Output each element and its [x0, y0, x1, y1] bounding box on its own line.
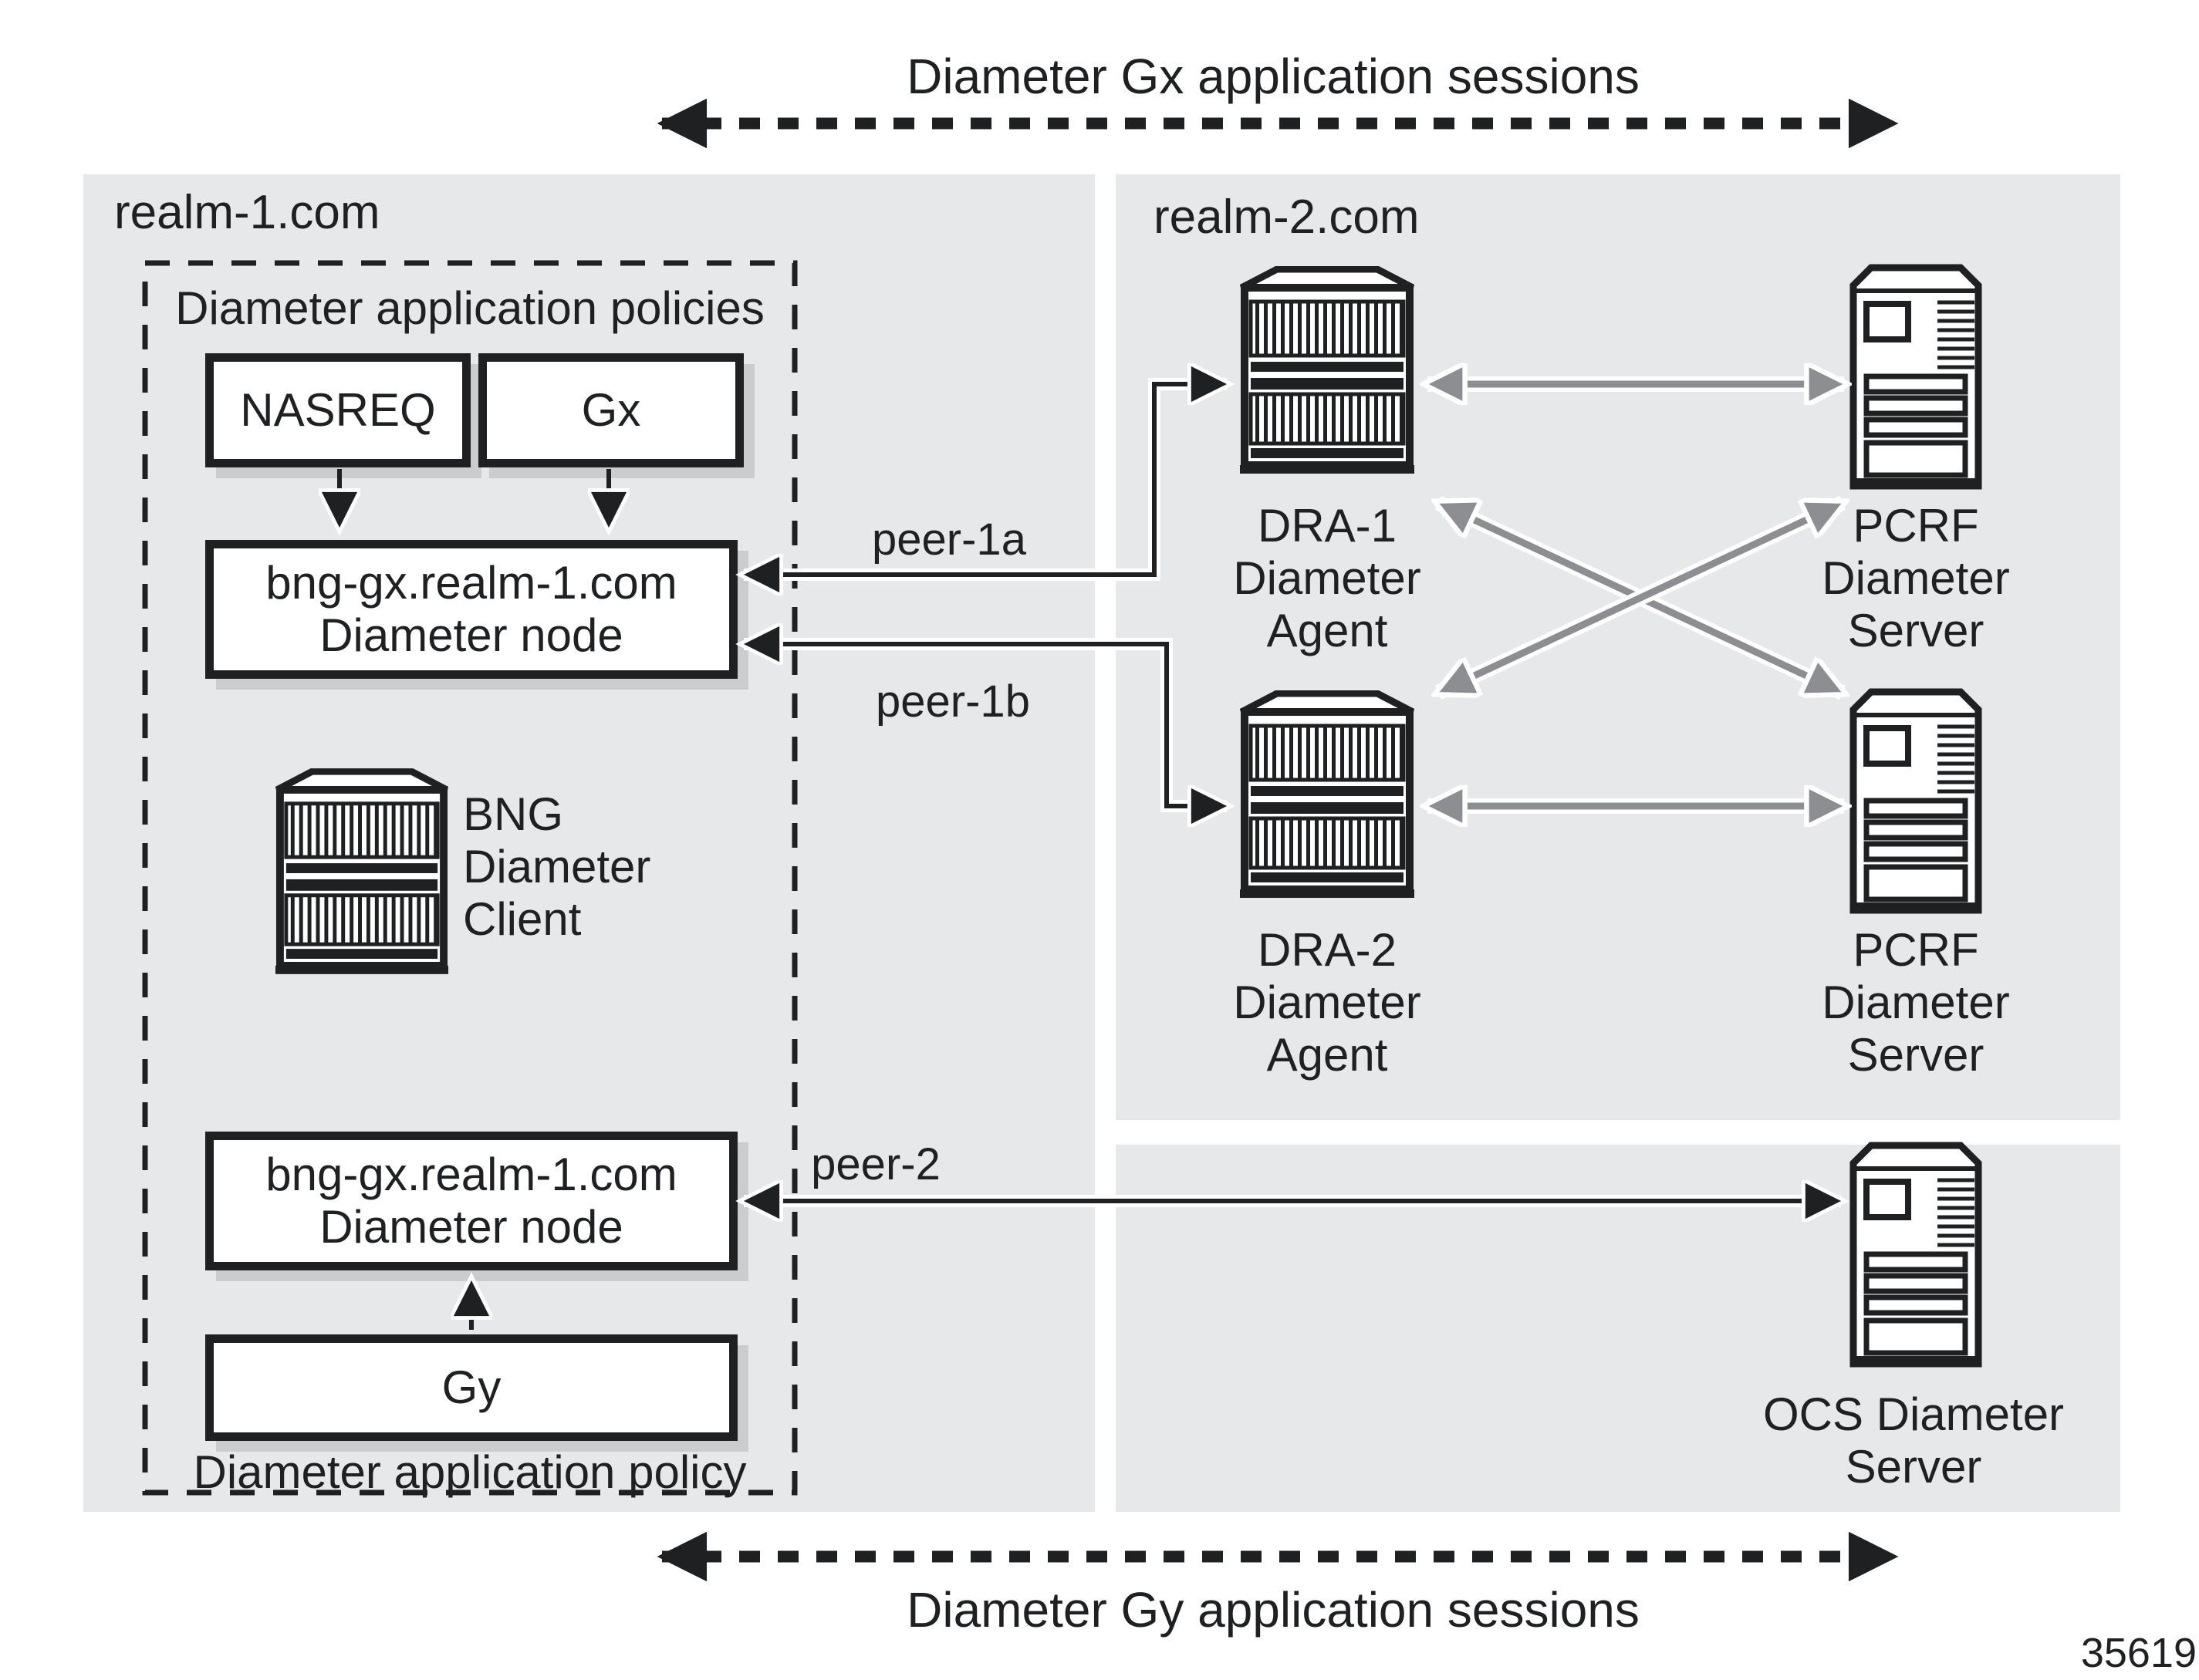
dra1-chassis-icon — [1238, 266, 1416, 476]
dra1-line1: DRA-1 — [1257, 500, 1397, 552]
pcrf2-line1: PCRF — [1853, 924, 1979, 976]
gy-sessions-title: Diameter Gy application sessions — [907, 1582, 1640, 1638]
policies-box-title: Diameter application policies — [175, 282, 765, 334]
ocs-tower-icon — [1849, 1142, 1982, 1368]
pcrf2-line2: Diameter — [1822, 977, 2010, 1028]
diameter-node2-box: bng-gx.realm-1.com Diameter node — [205, 1132, 738, 1270]
diameter-node2-line1: bng-gx.realm-1.com — [265, 1149, 677, 1200]
gy-box: Gy — [205, 1334, 738, 1441]
dra1-line3: Agent — [1266, 605, 1388, 656]
pcrf1-line2: Diameter — [1822, 552, 2010, 604]
diameter-node1-line2: Diameter node — [319, 609, 623, 661]
gx-box: Gx — [478, 353, 744, 467]
dra2-label: DRA-2 Diameter Agent — [1181, 924, 1474, 1081]
gx-box-label: Gx — [581, 384, 641, 436]
pcrf1-line3: Server — [1847, 605, 1985, 656]
bng-client-label: BNG Diameter Client — [463, 788, 650, 946]
dra1-line2: Diameter — [1233, 552, 1421, 604]
nasreq-box: NASREQ — [205, 353, 471, 467]
dra2-line2: Diameter — [1233, 977, 1421, 1028]
bng-client-line1: BNG — [463, 788, 564, 840]
figure-number: 35619 — [2080, 1630, 2197, 1676]
ocs-label: OCS Diameter Server — [1721, 1388, 2106, 1493]
dra2-line1: DRA-2 — [1257, 924, 1397, 976]
realm2-label: realm-2.com — [1154, 191, 1420, 244]
policy-box-caption: Diameter application policy — [193, 1446, 747, 1498]
peer-1a-label: peer-1a — [872, 514, 1026, 565]
diameter-node2-line2: Diameter node — [319, 1201, 623, 1253]
pcrf1-line1: PCRF — [1853, 500, 1979, 552]
nasreq-box-label: NASREQ — [240, 384, 436, 436]
ocs-line1: OCS Diameter — [1762, 1388, 2065, 1440]
ocs-line2: Server — [1845, 1441, 1982, 1493]
diameter-node1-line1: bng-gx.realm-1.com — [265, 557, 677, 609]
dra1-label: DRA-1 Diameter Agent — [1181, 500, 1474, 657]
realm1-label: realm-1.com — [114, 186, 380, 239]
dra2-line3: Agent — [1266, 1029, 1388, 1081]
gx-sessions-title: Diameter Gx application sessions — [907, 49, 1640, 104]
pcrf1-tower-icon — [1849, 264, 1982, 490]
peer-1b-label: peer-1b — [876, 676, 1030, 727]
bng-chassis-icon — [274, 767, 450, 977]
pcrf2-label: PCRF Diameter Server — [1767, 924, 2065, 1081]
gy-box-label: Gy — [441, 1361, 502, 1413]
diameter-node1-box: bng-gx.realm-1.com Diameter node — [205, 540, 738, 679]
bng-client-line2: Diameter — [463, 841, 651, 892]
pcrf2-tower-icon — [1849, 688, 1982, 914]
peer-2-label: peer-2 — [811, 1139, 941, 1189]
pcrf2-line3: Server — [1847, 1029, 1985, 1081]
pcrf1-label: PCRF Diameter Server — [1767, 500, 2065, 657]
dra2-chassis-icon — [1238, 690, 1416, 900]
bng-client-line3: Client — [463, 893, 582, 945]
